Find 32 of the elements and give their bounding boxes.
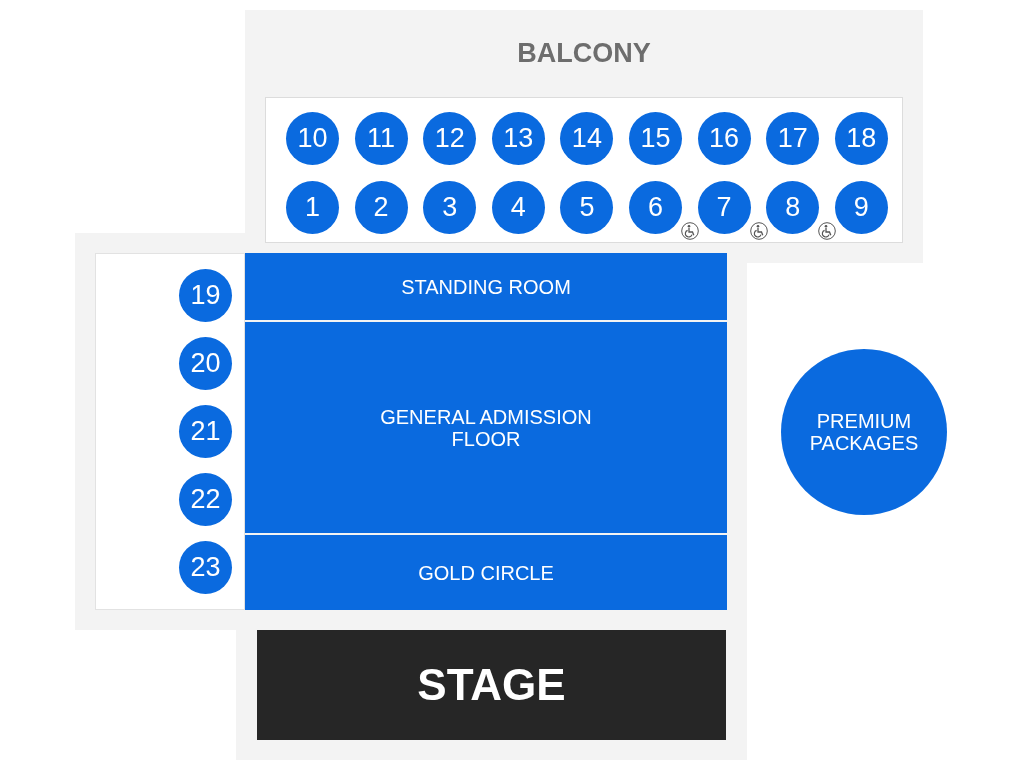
seat-marker: 17 <box>766 112 820 165</box>
seat-marker: 1 <box>286 181 339 234</box>
section-block: STANDING ROOM <box>245 253 727 320</box>
seat-marker: 14 <box>560 112 614 165</box>
seat-marker: 15 <box>629 112 682 165</box>
seat-marker: 8 <box>766 181 820 234</box>
seat-marker: 3 <box>423 181 477 234</box>
seat-marker: 6 <box>629 181 682 234</box>
seat-marker: 19 <box>179 269 232 322</box>
seat-marker: 7 <box>697 181 751 234</box>
seat-marker: 23 <box>179 541 232 594</box>
seat-marker: 22 <box>179 473 232 526</box>
seat-marker: 11 <box>354 112 408 165</box>
package-circle: PREMIUM PACKAGES <box>781 349 947 515</box>
seat-marker: 18 <box>834 112 888 165</box>
seating-area <box>265 97 903 243</box>
seating-area <box>95 253 245 610</box>
seat-marker: 10 <box>286 112 339 165</box>
stage-block: STAGE <box>257 630 726 740</box>
section-block: GENERAL ADMISSION FLOOR <box>245 322 727 533</box>
section-block: GOLD CIRCLE <box>245 535 727 610</box>
seat-marker: 16 <box>697 112 751 165</box>
seat-marker: 2 <box>354 181 408 234</box>
seat-marker: 4 <box>491 181 545 234</box>
seat-marker: 13 <box>491 112 545 165</box>
seat-marker: 20 <box>179 337 232 390</box>
seat-marker: 5 <box>560 181 614 234</box>
balcony-panel <box>245 10 923 263</box>
seat-marker: 9 <box>834 181 888 234</box>
seat-marker: 21 <box>179 405 232 458</box>
seat-marker: 12 <box>423 112 477 165</box>
section-title: BALCONY <box>516 38 652 69</box>
